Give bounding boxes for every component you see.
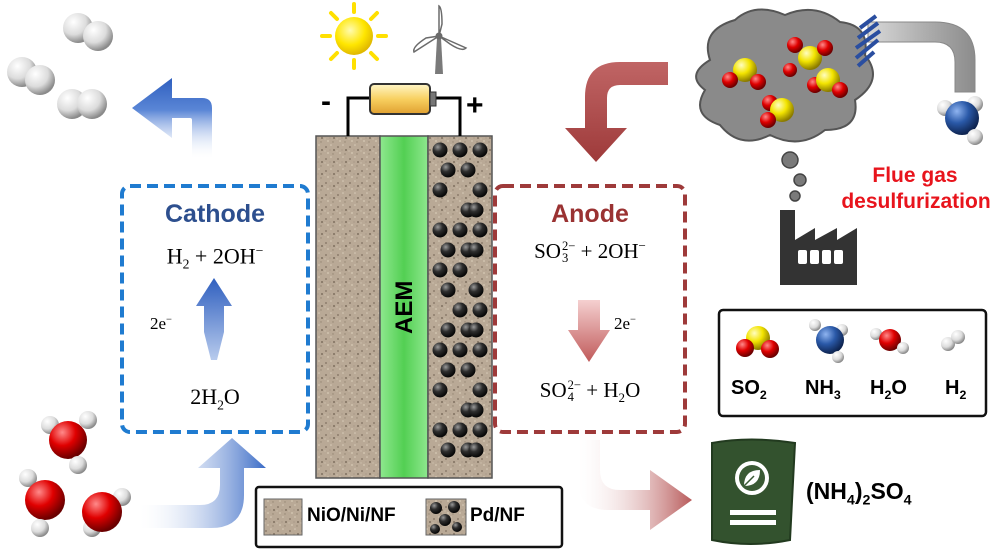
pd-particles xyxy=(432,142,488,458)
so2-molecules-in-cloud xyxy=(722,37,848,128)
nio-ni-nf-swatch-icon xyxy=(263,498,303,536)
pd-particle xyxy=(452,262,468,278)
cathode-equation-products: H2 + 2OH− xyxy=(166,243,264,272)
fertilizer-bag-icon xyxy=(711,438,797,545)
nio-ni-nf-legend-label: NiO/Ni/NF xyxy=(307,505,396,526)
sulfite-input-arrow xyxy=(565,62,668,162)
nio-ni-nf-cathode-electrode xyxy=(315,135,381,479)
ammonium-sulfate-label: (NH4)2SO4 xyxy=(806,478,912,509)
pd-particle xyxy=(452,222,468,238)
pd-particle xyxy=(440,242,456,258)
pd-particle xyxy=(440,282,456,298)
pd-particle xyxy=(440,162,456,178)
anode-electron-label: 2e− xyxy=(614,314,636,333)
pd-particle xyxy=(432,422,448,438)
pd-particle xyxy=(460,362,476,378)
pd-nf-legend-label: Pd/NF xyxy=(470,505,525,526)
battery-negative-sign: - xyxy=(321,85,331,118)
battery-icon xyxy=(369,83,431,115)
pd-particle xyxy=(440,322,456,338)
pd-particle xyxy=(440,362,456,378)
cathode-title: Cathode xyxy=(165,200,265,228)
pd-particle xyxy=(432,142,448,158)
cathode-electron-label: 2e− xyxy=(150,314,172,333)
sun-icon xyxy=(320,2,388,70)
pd-particle xyxy=(452,422,468,438)
pd-particle xyxy=(472,422,488,438)
h2o-legend-label: H2O xyxy=(870,377,907,402)
h2-molecule-icon xyxy=(941,330,965,351)
h2o-molecule-2 xyxy=(19,469,65,537)
pd-particle xyxy=(472,182,488,198)
ammonia-spray-pipe xyxy=(854,14,976,93)
pd-particle xyxy=(460,162,476,178)
flue-gas-label-line2: desulfurization xyxy=(841,190,991,213)
pd-particle xyxy=(432,222,448,238)
h2-molecule-lower-left xyxy=(57,89,107,119)
pd-particle xyxy=(452,302,468,318)
product-output-arrow xyxy=(578,440,692,530)
nh3-molecule-icon xyxy=(809,319,848,363)
pd-particle xyxy=(432,342,448,358)
h2o-molecule-3 xyxy=(82,488,131,537)
pd-nf-swatch-icon xyxy=(425,498,467,536)
h2-molecule-left xyxy=(7,57,55,95)
smoke-puffs xyxy=(781,151,807,202)
cathode-equation-reactants: 2H2O xyxy=(190,384,240,413)
pd-particle xyxy=(440,442,456,458)
h2o-molecule-icon xyxy=(870,328,909,354)
electrode-legend-box xyxy=(254,485,564,549)
molecule-legend-box xyxy=(717,308,988,418)
pd-particle xyxy=(468,202,484,218)
pd-particle xyxy=(468,402,484,418)
pd-particle xyxy=(452,342,468,358)
anode-title: Anode xyxy=(551,200,629,228)
pd-particle xyxy=(472,222,488,238)
so2-molecule-icon xyxy=(736,326,779,358)
pd-particle xyxy=(432,262,448,278)
pd-particle xyxy=(472,302,488,318)
h2-molecule-top-left xyxy=(63,13,113,51)
h2-legend-label: H2 xyxy=(945,377,967,402)
pd-particle xyxy=(468,242,484,258)
wind-turbine-icon xyxy=(413,4,468,74)
anode-reaction-arrow xyxy=(568,300,610,362)
pd-particle xyxy=(472,142,488,158)
power-circuit xyxy=(346,83,462,136)
pd-particle xyxy=(452,142,468,158)
pd-particle xyxy=(468,282,484,298)
pd-particle xyxy=(432,382,448,398)
hydrogen-output-arrow xyxy=(132,78,212,158)
electrolyzer-cell xyxy=(315,135,493,479)
h2o-molecule-1 xyxy=(41,411,97,474)
aem-membrane xyxy=(379,135,429,479)
nh3-molecule-near-pipe xyxy=(937,96,983,145)
aem-label: AEM xyxy=(391,280,418,334)
pd-particle xyxy=(468,322,484,338)
pd-particle xyxy=(432,182,448,198)
so2-legend-label: SO2 xyxy=(731,377,767,402)
pd-particle xyxy=(472,382,488,398)
cathode-reaction-arrow xyxy=(196,278,232,360)
pd-particle xyxy=(468,442,484,458)
factory-icon xyxy=(780,210,857,285)
battery-positive-sign: + xyxy=(466,89,484,122)
pd-particle xyxy=(472,342,488,358)
water-input-arrow xyxy=(140,438,266,528)
nh3-legend-label: NH3 xyxy=(805,377,841,402)
flue-gas-label-line1: Flue gas xyxy=(872,164,958,187)
